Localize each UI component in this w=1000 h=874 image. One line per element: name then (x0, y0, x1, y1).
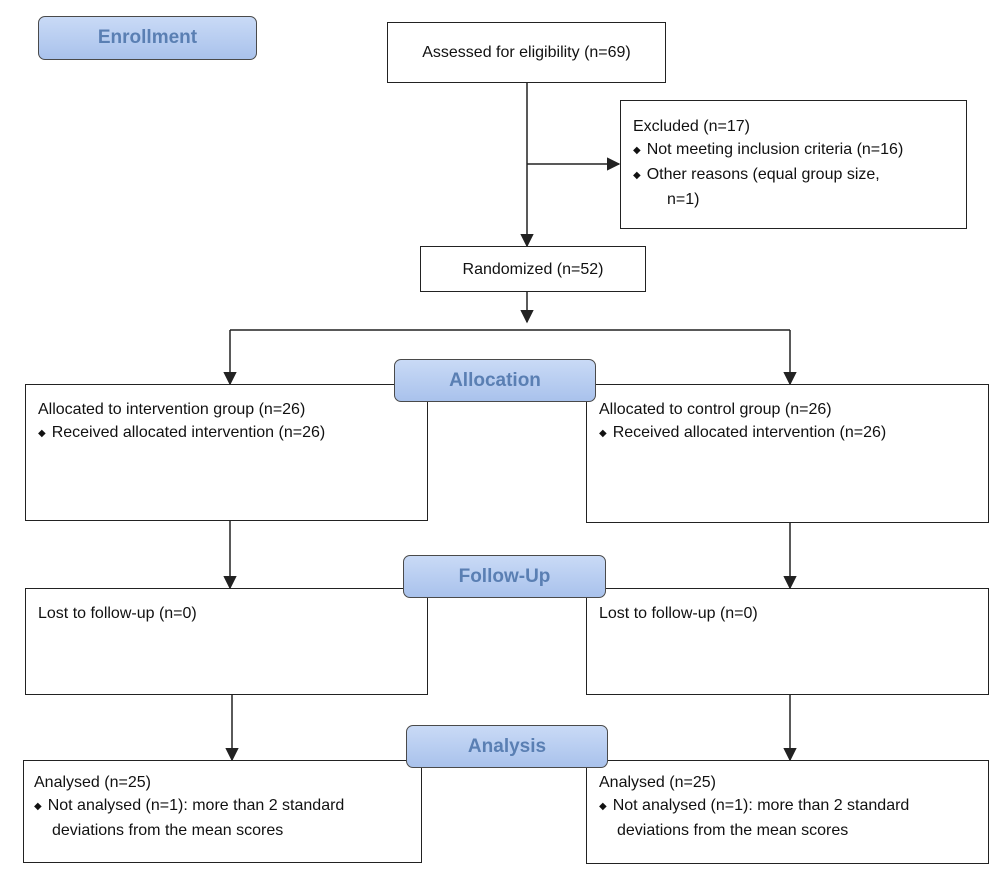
excluded-continuation-text: n=1) (667, 191, 700, 208)
stage-analysis: Analysis (406, 725, 608, 768)
analysis-right-continuation: deviations from the mean scores (599, 819, 988, 842)
assessed-text: Assessed for eligibility (n=69) (422, 44, 631, 61)
stage-follow-up-label: Follow-Up (458, 565, 551, 587)
allocation-right-item-text: Received allocated intervention (n=26) (612, 424, 887, 441)
bullet-icon: ◆ (34, 801, 42, 812)
analysis-right-title: Analysed (n=25) (599, 774, 716, 791)
analysis-right-box: Analysed (n=25) ◆ Not analysed (n=1): mor… (586, 760, 989, 864)
analysis-left-title: Analysed (n=25) (34, 774, 151, 791)
followup-right-text: Lost to follow-up (n=0) (599, 605, 758, 622)
analysis-right-item-text: Not analysed (n=1): more than 2 standard (612, 797, 910, 814)
analysis-left-box: Analysed (n=25) ◆ Not analysed (n=1): mor… (23, 760, 422, 863)
excluded-item-2-continuation: n=1) (633, 188, 966, 211)
allocation-right-item: ◆ Received allocated intervention (n=26) (599, 421, 988, 446)
followup-left-text: Lost to follow-up (n=0) (38, 605, 197, 622)
analysis-left-continuation: deviations from the mean scores (34, 819, 421, 842)
stage-allocation-label: Allocation (449, 369, 541, 391)
allocation-left-box: Allocated to intervention group (n=26) ◆… (25, 384, 428, 521)
bullet-icon: ◆ (599, 428, 607, 439)
allocation-right-box: Allocated to control group (n=26) ◆ Recei… (586, 384, 989, 523)
analysis-left-continuation-text: deviations from the mean scores (52, 822, 284, 839)
excluded-item-1-text: Not meeting inclusion criteria (n=16) (646, 141, 904, 158)
stage-follow-up: Follow-Up (403, 555, 606, 598)
bullet-icon: ◆ (38, 428, 46, 439)
allocation-right-title: Allocated to control group (n=26) (599, 401, 832, 418)
analysis-left-item-text: Not analysed (n=1): more than 2 standard (47, 797, 345, 814)
bullet-icon: ◆ (633, 170, 641, 181)
stage-enrollment: Enrollment (38, 16, 257, 60)
analysis-right-continuation-text: deviations from the mean scores (617, 822, 849, 839)
excluded-box: Excluded (n=17) ◆ Not meeting inclusion c… (620, 100, 967, 229)
bullet-icon: ◆ (633, 145, 641, 156)
allocation-left-item: ◆ Received allocated intervention (n=26) (38, 421, 427, 446)
excluded-title: Excluded (n=17) (633, 118, 750, 135)
excluded-item-1: ◆ Not meeting inclusion criteria (n=16) (633, 138, 966, 163)
randomized-text: Randomized (n=52) (462, 260, 604, 278)
assessed-box: Assessed for eligibility (n=69) (387, 22, 666, 83)
stage-allocation: Allocation (394, 359, 596, 402)
stage-enrollment-label: Enrollment (97, 27, 198, 48)
followup-left-box: Lost to follow-up (n=0) (25, 588, 428, 695)
allocation-left-item-text: Received allocated intervention (n=26) (51, 424, 326, 441)
allocation-left-title: Allocated to intervention group (n=26) (38, 401, 306, 418)
randomized-box: Randomized (n=52) (420, 246, 646, 292)
analysis-left-item: ◆ Not analysed (n=1): more than 2 standar… (34, 794, 421, 819)
followup-right-box: Lost to follow-up (n=0) (586, 588, 989, 695)
bullet-icon: ◆ (599, 801, 607, 812)
excluded-item-2-text: Other reasons (equal group size, (646, 166, 880, 183)
excluded-item-2: ◆ Other reasons (equal group size, (633, 163, 966, 188)
analysis-right-item: ◆ Not analysed (n=1): more than 2 standar… (599, 794, 988, 819)
stage-analysis-label: Analysis (467, 735, 547, 757)
